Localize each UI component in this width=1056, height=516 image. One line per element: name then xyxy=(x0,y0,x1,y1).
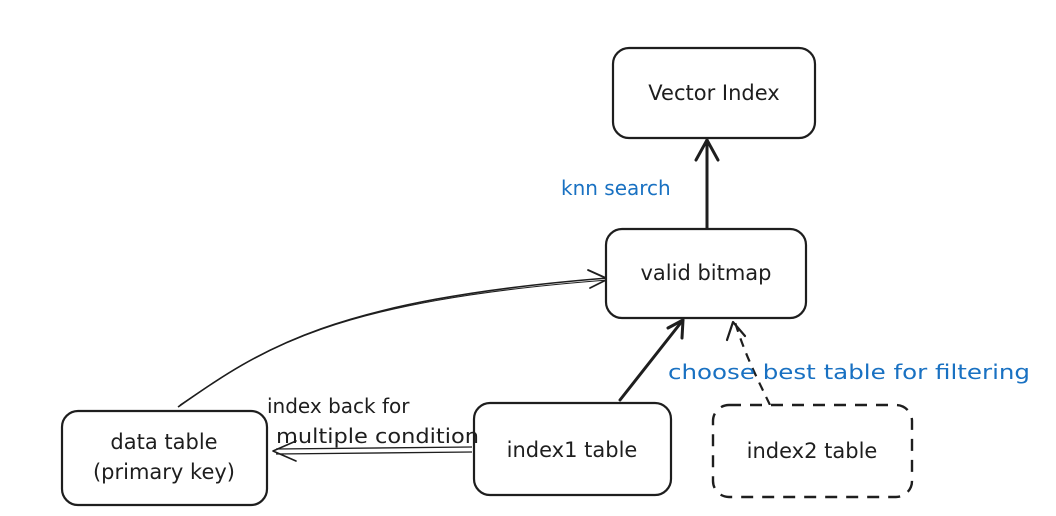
node-index1-table[interactable]: index1 table xyxy=(472,401,673,497)
edge-knn-search xyxy=(694,138,720,230)
index1-table-label: index1 table xyxy=(507,438,638,462)
data-table-label-line2: (primary key) xyxy=(93,460,235,484)
data-table-label-line1: data table xyxy=(110,430,217,454)
vector-index-label: Vector Index xyxy=(648,81,779,105)
choose-best-label: choose best table for filtering xyxy=(668,360,1030,384)
edge-index1-to-valid-bitmap xyxy=(618,318,685,402)
node-valid-bitmap[interactable]: valid bitmap xyxy=(604,227,808,320)
knn-search-label: knn search xyxy=(561,176,671,200)
node-vector-index[interactable]: Vector Index xyxy=(611,46,817,140)
node-index2-table[interactable]: index2 table xyxy=(711,403,914,499)
index-back-label-line1: index back for xyxy=(267,394,410,418)
edge-index-back xyxy=(272,440,473,462)
valid-bitmap-label: valid bitmap xyxy=(640,261,771,285)
edge-data-table-to-valid-bitmap xyxy=(177,269,609,408)
index-back-label-line2: multiple condition xyxy=(276,424,479,448)
index2-table-label: index2 table xyxy=(747,439,878,463)
node-data-table[interactable]: data table (primary key) xyxy=(60,409,269,507)
edge-index2-to-valid-bitmap xyxy=(725,320,771,406)
